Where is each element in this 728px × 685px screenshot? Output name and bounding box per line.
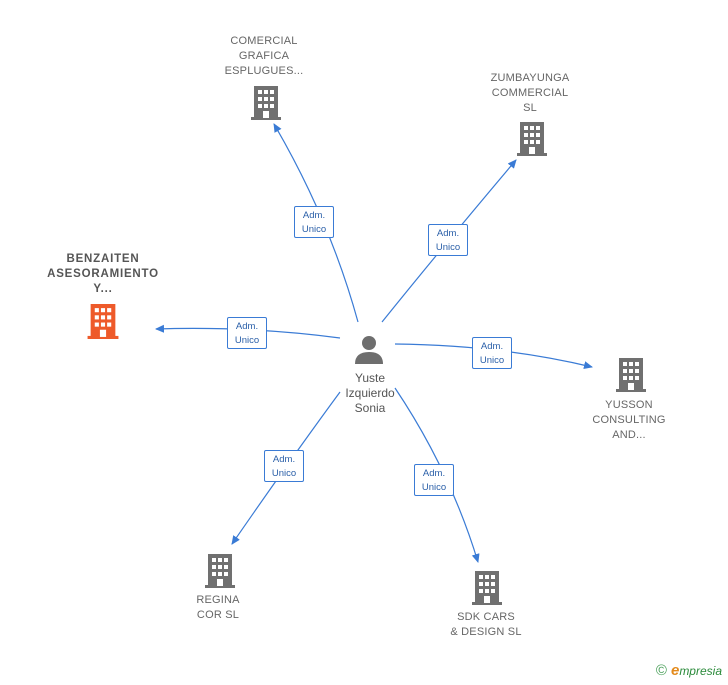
relation-label-regina-cor[interactable]: Adm. Unico [264,450,304,482]
person-name-line: Izquierdo [345,386,395,400]
relation-label-zumbayunga[interactable]: Adm. Unico [428,224,468,256]
company-label-benzaiten[interactable]: BENZAITEN ASESORAMIENTO Y... [38,252,168,297]
label-line: BENZAITEN [66,253,140,265]
label-line: COR SL [196,609,240,621]
copyright-icon: © [655,662,667,679]
company-label-comercial-grafica[interactable]: COMERCIAL GRAFICA ESPLUGUES... [204,34,324,79]
label-line: YUSSON [605,399,653,411]
relation-label-yusson[interactable]: Adm. Unico [472,337,512,369]
label-line: ASESORAMIENTO [47,268,159,280]
building-icon [205,554,235,588]
brand-footer: ©empresia [656,662,722,679]
brand-logo-initial: e [670,662,680,679]
label-line: ZUMBAYUNGA [490,72,570,84]
relation-label-comercial-grafica[interactable]: Adm. Unico [294,206,334,238]
building-icon [87,304,119,339]
relation-line: Adm. [302,210,326,221]
building-icon [251,86,281,120]
company-label-sdk-cars[interactable]: SDK CARS & DESIGN SL [426,610,546,640]
person-label[interactable]: Yuste Izquierdo Sonia [330,371,410,416]
person-name-line: Yuste [354,371,386,385]
company-label-zumbayunga[interactable]: ZUMBAYUNGA COMMERCIAL SL [470,71,590,116]
relation-line: Unico [435,242,461,253]
relation-line: Unico [301,224,327,235]
label-line: SDK CARS [457,611,515,623]
label-line: REGINA [196,594,240,606]
label-line: Y... [93,283,113,295]
label-line: AND... [612,429,646,441]
person-icon [355,336,383,364]
building-icon [472,571,502,605]
brand-logo-text: mpresia [679,664,722,678]
relation-line: Unico [421,482,447,493]
relation-line: Adm. [422,468,446,479]
company-label-yusson[interactable]: YUSSON CONSULTING AND... [569,398,689,443]
label-line: CONSULTING [592,414,666,426]
relation-line: Unico [271,468,297,479]
relation-label-benzaiten[interactable]: Adm. Unico [227,317,267,349]
company-label-regina-cor[interactable]: REGINA COR SL [158,593,278,623]
relation-line: Adm. [480,341,504,352]
relation-line: Unico [479,355,505,366]
building-icon [517,122,547,156]
label-line: & DESIGN SL [450,626,522,638]
relation-line: Adm. [235,321,259,332]
building-icon [616,358,646,392]
label-line: SL [523,102,537,114]
relation-label-sdk-cars[interactable]: Adm. Unico [414,464,454,496]
relation-line: Adm. [272,454,296,465]
label-line: ESPLUGUES... [224,65,304,77]
label-line: COMERCIAL [230,35,298,47]
relation-line: Unico [234,335,260,346]
person-name-line: Sonia [354,401,386,415]
label-line: GRAFICA [238,50,290,62]
label-line: COMMERCIAL [491,87,569,99]
relation-line: Adm. [436,228,460,239]
